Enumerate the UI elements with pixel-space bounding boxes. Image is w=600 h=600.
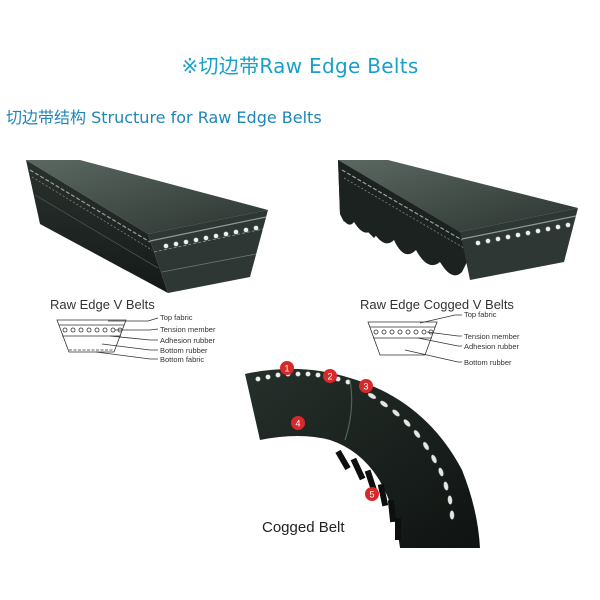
cogged-belt-label: Cogged Belt (262, 519, 345, 536)
raw-edge-cogged-v-belt-illustration (338, 160, 578, 280)
right-layer-adhesion-rubber: Adhesion rubber (464, 342, 519, 351)
marker-3: 3 (359, 379, 373, 393)
raw-edge-cogged-v-belt-cross-section (368, 315, 462, 362)
left-layer-bottom-rubber: Bottom rubber (160, 346, 208, 355)
right-layer-bottom-rubber: Bottom rubber (464, 358, 512, 367)
svg-text:5: 5 (369, 490, 374, 500)
svg-text:3: 3 (363, 382, 368, 392)
raw-edge-v-belt-label: Raw Edge V Belts (50, 297, 155, 312)
raw-edge-v-belt-cross-section (57, 318, 158, 359)
marker-5: 5 (365, 487, 379, 501)
right-layer-tension-member: Tension member (464, 332, 519, 341)
svg-text:2: 2 (327, 372, 332, 382)
left-layer-bottom-fabric: Bottom fabric (160, 355, 204, 364)
right-layer-top-fabric: Top fabric (464, 310, 497, 319)
left-layer-top-fabric: Top fabric (160, 313, 193, 322)
left-layer-adhesion-rubber: Adhesion rubber (160, 336, 215, 345)
marker-4: 4 (291, 416, 305, 430)
svg-text:1: 1 (284, 364, 289, 374)
raw-edge-v-belt-illustration (26, 160, 268, 293)
marker-1: 1 (280, 361, 294, 375)
marker-2: 2 (323, 369, 337, 383)
left-layer-tension-member: Tension member (160, 325, 215, 334)
svg-text:4: 4 (295, 419, 300, 429)
